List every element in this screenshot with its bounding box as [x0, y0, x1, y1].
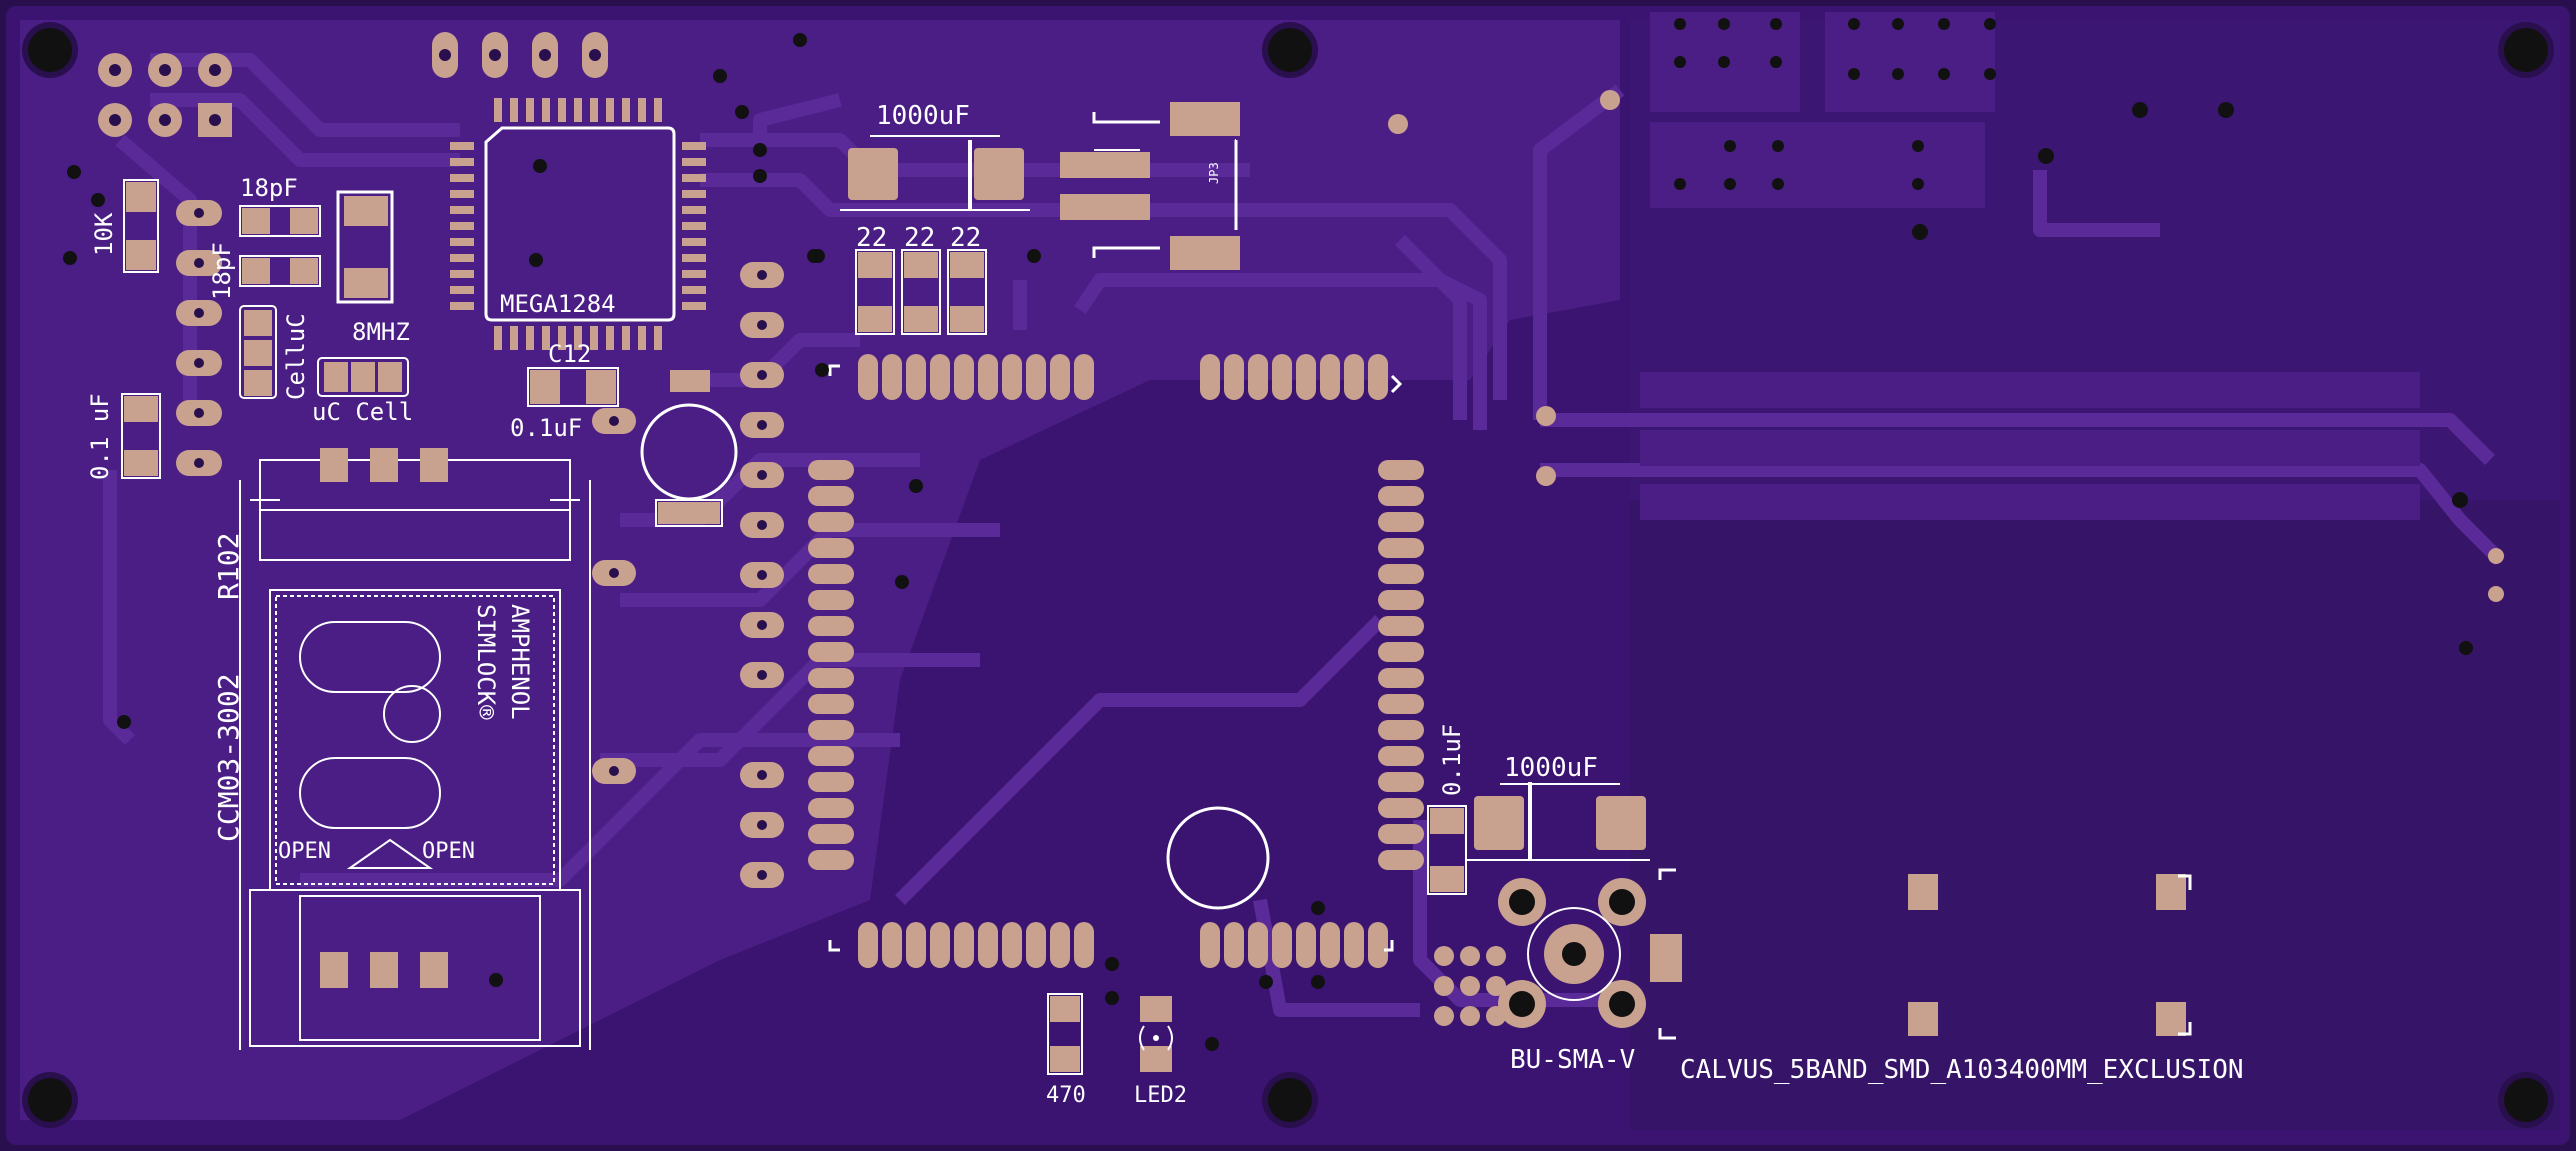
label-18pf-side: 18pF — [208, 242, 236, 300]
vias — [63, 18, 2504, 1051]
icsp-header — [98, 53, 232, 137]
label-470: 470 — [1046, 1083, 1086, 1108]
round-component — [640, 370, 738, 527]
module-bottom-pads — [858, 922, 1388, 968]
label-open-right: OPEN — [422, 839, 475, 864]
label-exclusion: CALVUS_5BAND_SMD_A103400MM_EXCLUSION — [1680, 1055, 2244, 1085]
copper-pour-right-bottom — [1630, 500, 2560, 1130]
label-1000uf-top: 1000uF — [876, 101, 970, 131]
pads-column-a — [592, 408, 636, 784]
sim-contacts — [320, 448, 448, 988]
top-header — [432, 32, 608, 78]
mounting-holes — [22, 22, 2554, 1128]
via-cluster — [1434, 946, 1506, 1026]
label-amphenol: AMPHENOL — [506, 604, 534, 720]
cap-1000uf-top: 1000uF — [840, 101, 1030, 211]
label-uc-cell: uC Cell — [312, 398, 413, 426]
label-0-1uf-right: 0.1uF — [1438, 724, 1466, 796]
resistor-10k: 10K — [90, 179, 159, 273]
label-celluc: CelluC — [282, 313, 310, 400]
label-r102: R102 — [212, 533, 245, 600]
mcu-mega1284: MEGA1284 — [450, 98, 706, 350]
exclusion-zone-pads — [1908, 874, 2186, 1036]
celluc-cap: CelluC uC Cell — [239, 305, 413, 426]
label-ccm03-3002: CCM03-3002 — [212, 673, 245, 842]
resistor-470: 470 — [1046, 993, 1086, 1108]
module-top-pads — [858, 354, 1388, 400]
cap-0-1uf-left: 0.1 uF — [86, 393, 161, 480]
label-mega1284: MEGA1284 — [500, 290, 616, 318]
label-8mhz: 8MHZ — [352, 318, 410, 346]
sma-connector: BU-SMA-V — [1498, 868, 1682, 1075]
resistors-22: 22 22 22 — [855, 223, 987, 335]
label-c12-value: 0.1uF — [510, 414, 582, 442]
label-22-a: 22 — [856, 223, 887, 253]
label-22-b: 22 — [904, 223, 935, 253]
module-corner-marks — [828, 364, 1403, 952]
label-simlock: SIMLOCK® — [472, 604, 500, 720]
cap-1000uf-bottom: 1000uF — [1466, 753, 1650, 861]
module-round-marker — [1166, 806, 1270, 910]
module-right-pads — [1378, 460, 1424, 870]
label-c12: C12 — [548, 340, 591, 368]
label-18pf-top: 18pF — [240, 174, 298, 202]
sim-holder — [239, 459, 591, 1050]
rf-traces — [1640, 12, 2420, 520]
label-bu-sma-v: BU-SMA-V — [1510, 1045, 1635, 1075]
label-open-left: OPEN — [278, 839, 331, 864]
label-10k: 10K — [90, 212, 118, 256]
label-0-1uf-left: 0.1 uF — [86, 393, 114, 480]
pads-column-b — [740, 262, 784, 888]
led2: LED2 — [1134, 996, 1187, 1108]
label-22-c: 22 — [950, 223, 981, 253]
exclusion-corner-marks — [2178, 874, 2192, 1036]
edge-pad-column — [176, 200, 222, 476]
crystal-caps: 18pF 18pF 8MHZ — [208, 174, 410, 346]
label-led2: LED2 — [1134, 1083, 1187, 1108]
cap-0-1uf-right: 0.1uF — [1427, 724, 1467, 895]
label-1000uf-bottom: 1000uF — [1504, 753, 1598, 783]
module-left-pads — [808, 460, 854, 870]
label-jp3: JP3 — [1207, 162, 1221, 184]
regulator-jp3: JP3 — [1060, 102, 1240, 270]
cap-c12: C12 0.1uF — [510, 340, 619, 442]
